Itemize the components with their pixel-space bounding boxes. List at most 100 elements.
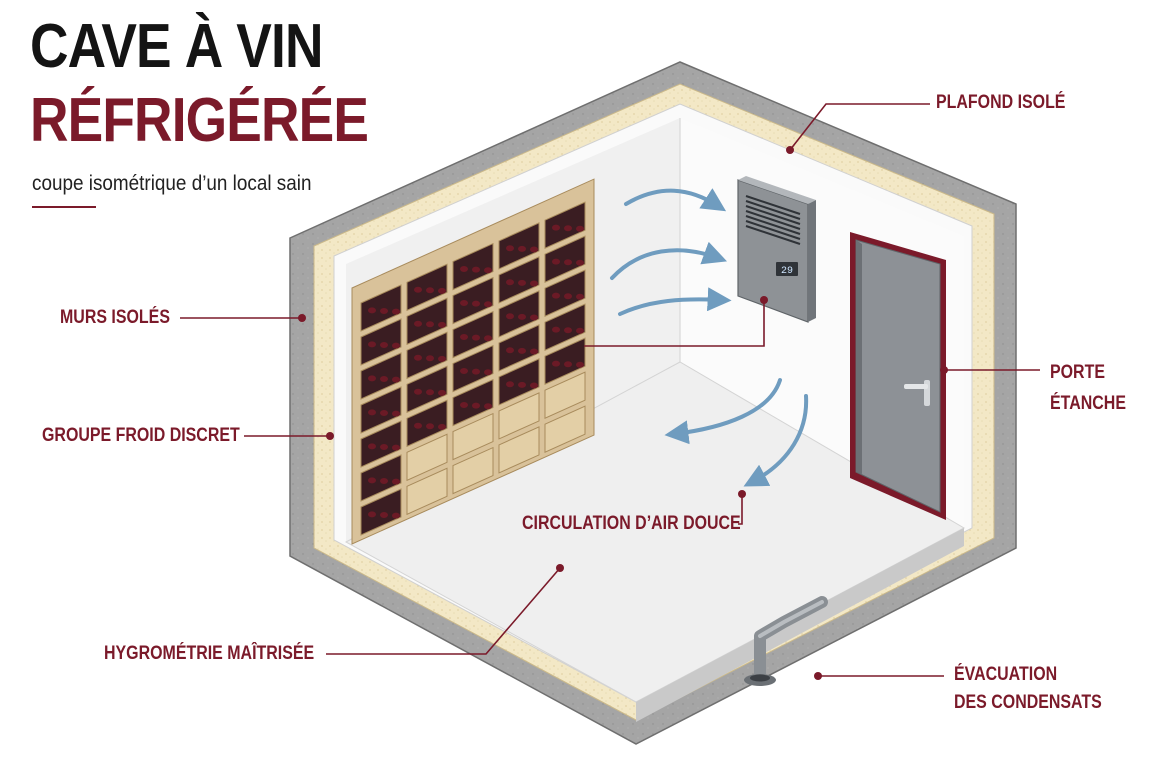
wine-cubby	[544, 269, 586, 317]
bottle-end	[506, 245, 514, 252]
wine-cubby	[452, 344, 494, 393]
wine-cubby	[452, 276, 494, 325]
floor-slab-edge	[636, 528, 964, 722]
wine-cubby	[544, 337, 586, 385]
wine-cubby	[452, 310, 494, 359]
door-handle-icon	[904, 380, 930, 406]
vent-slat	[745, 210, 801, 230]
bottle-end	[438, 423, 446, 430]
wine-cubby	[360, 386, 402, 434]
wine-cubby	[406, 365, 448, 414]
bottle-end	[414, 286, 422, 293]
bottle-end	[426, 355, 434, 362]
wine-cubby	[544, 235, 586, 283]
bottle-end	[564, 293, 572, 300]
bottle-end	[460, 266, 468, 272]
bottle-end	[392, 376, 400, 383]
label-drain-line-1: ÉVACUATION	[954, 664, 1058, 685]
bottle-end	[530, 382, 538, 389]
bottle-end	[392, 444, 400, 451]
wine-crate	[498, 392, 540, 440]
bottle-end	[518, 313, 526, 320]
wine-crate	[406, 433, 448, 482]
label-humidity: HYGROMÉTRIE MAÎTRISÉE	[104, 643, 315, 664]
condensate-drain	[744, 596, 828, 686]
bottle-end	[392, 478, 400, 485]
unit-display-readout: 29	[781, 266, 793, 277]
bottle-end	[438, 355, 446, 362]
wine-cubby	[406, 263, 448, 312]
bottle-end	[368, 375, 376, 382]
bottle-end	[380, 512, 388, 518]
bottle-end	[530, 280, 538, 287]
bottle-end	[530, 348, 538, 355]
title-line-2: RÉFRIGÉRÉE	[30, 86, 369, 155]
wine-cubby	[360, 454, 402, 502]
wine-cubby	[544, 303, 586, 351]
cooling-unit	[737, 176, 816, 323]
unit-display-panel	[776, 262, 798, 276]
bottle-end	[484, 335, 492, 342]
bottle-end	[518, 347, 526, 354]
wine-cubby	[406, 297, 448, 346]
bottle-end	[368, 477, 376, 484]
vent-slat	[745, 215, 801, 235]
bottle-end	[426, 423, 434, 430]
bottle-end	[518, 245, 526, 252]
bottle-end	[484, 301, 492, 308]
bottle-end	[460, 368, 468, 374]
bottle-end	[392, 512, 400, 519]
bottle-end	[438, 389, 446, 396]
vent-slat	[745, 195, 801, 215]
label-ceiling: PLAFOND ISOLÉ	[936, 92, 1066, 113]
bottle-end	[530, 314, 538, 321]
wine-crate	[406, 467, 448, 516]
label-door-line-1: PORTE	[1050, 362, 1105, 383]
wine-cubby	[498, 358, 540, 406]
vent-slat	[745, 225, 801, 245]
callout-dots	[298, 146, 948, 680]
wine-crate	[498, 426, 540, 474]
airflow-arrow	[664, 378, 782, 445]
label-cooling-unit: GROUPE FROID DISCRET	[42, 425, 240, 446]
bottle-end	[472, 368, 480, 375]
label-airflow: CIRCULATION D’AIR DOUCE	[522, 513, 741, 534]
label-door-line-2: ÉTANCHE	[1050, 393, 1126, 414]
bottle-end	[506, 313, 514, 320]
bottle-end	[576, 293, 584, 300]
wine-cubby	[544, 201, 586, 249]
bottle-end	[380, 410, 388, 416]
airflow-arrow	[624, 188, 727, 212]
bottle-end	[506, 347, 514, 354]
wine-cubby	[360, 420, 402, 468]
bottle-end	[576, 225, 584, 232]
bottle-end	[380, 444, 388, 450]
bottle-end	[472, 266, 480, 273]
bottle-end	[368, 511, 376, 518]
bottle-end	[414, 422, 422, 429]
bottle-end	[484, 267, 492, 274]
bottle-end	[426, 287, 434, 294]
bottle-end	[518, 381, 526, 388]
bottle-end	[576, 327, 584, 334]
bottle-end	[552, 224, 560, 231]
vent-slat	[745, 200, 801, 220]
wine-cubby	[360, 488, 402, 536]
wine-cubby	[498, 290, 540, 338]
bottle-end	[552, 258, 560, 265]
wine-rack	[351, 178, 595, 545]
bottle-end	[392, 342, 400, 349]
bottle-end	[576, 361, 584, 368]
bottle-end	[576, 259, 584, 266]
leader-ceiling	[789, 103, 930, 151]
title-line-1: CAVE À VIN	[30, 12, 323, 81]
bottle-end	[530, 246, 538, 253]
bottle-end	[484, 403, 492, 410]
bottle-end	[552, 360, 560, 367]
bottle-end	[426, 321, 434, 328]
label-drain-line-2: DES CONDENSATS	[954, 692, 1102, 713]
bottle-end	[460, 402, 468, 408]
label-walls: MURS ISOLÉS	[60, 307, 170, 328]
bottle-end	[472, 402, 480, 409]
